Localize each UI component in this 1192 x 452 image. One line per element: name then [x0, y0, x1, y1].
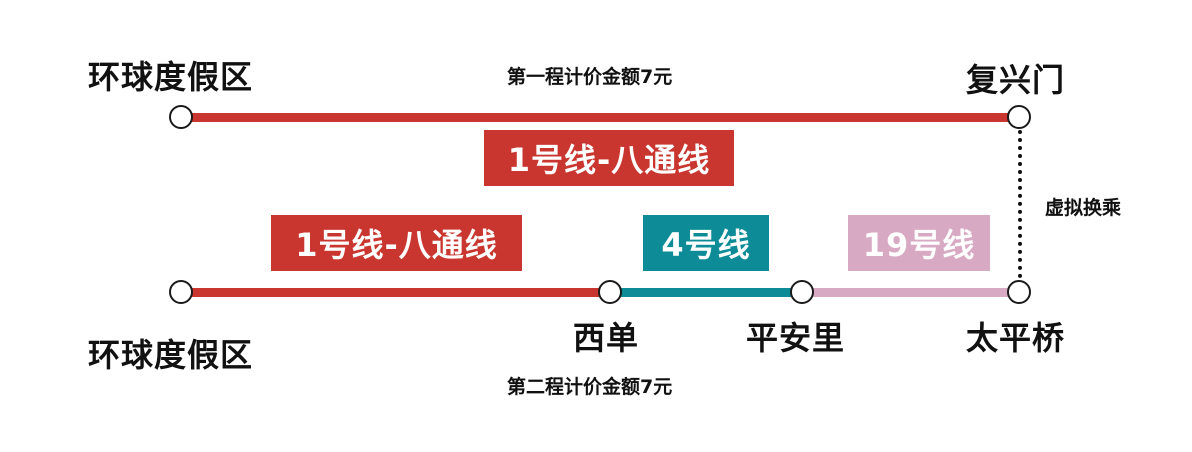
route-one-start-node	[169, 105, 193, 129]
route-two-line4-segment	[610, 288, 802, 297]
route-two-station-pinganli: 平安里	[746, 319, 846, 357]
route-two-station-xidan: 西单	[573, 319, 640, 357]
route-two-line19-badge: 19号线	[848, 215, 990, 271]
route-two-line1-segment	[181, 288, 610, 297]
route-two-start-node	[169, 280, 193, 304]
route-two-line19-segment	[802, 288, 1019, 297]
route-two-line1-badge: 1号线-八通线	[271, 215, 522, 271]
route-two-pinganli-node	[790, 280, 814, 304]
route-one-line-badge: 1号线-八通线	[484, 130, 734, 186]
route-two-xidan-node	[598, 280, 622, 304]
route-one-fare-note: 第一程计价金额7元	[507, 66, 673, 88]
virtual-transfer-dotted-line	[1018, 130, 1022, 278]
route-two-line4-badge: 4号线	[643, 215, 769, 271]
route-one-end-station: 复兴门	[966, 61, 1066, 99]
route-one-line1-segment	[181, 113, 1019, 122]
route-one-end-node	[1007, 105, 1031, 129]
virtual-transfer-note: 虚拟换乘	[1045, 197, 1122, 219]
route-two-start-station: 环球度假区	[88, 336, 254, 374]
route-one-start-station: 环球度假区	[88, 58, 254, 96]
route-two-station-taipingqiao: 太平桥	[966, 319, 1066, 357]
route-two-fare-note: 第二程计价金额7元	[507, 376, 673, 398]
route-two-taipingqiao-node	[1007, 280, 1031, 304]
